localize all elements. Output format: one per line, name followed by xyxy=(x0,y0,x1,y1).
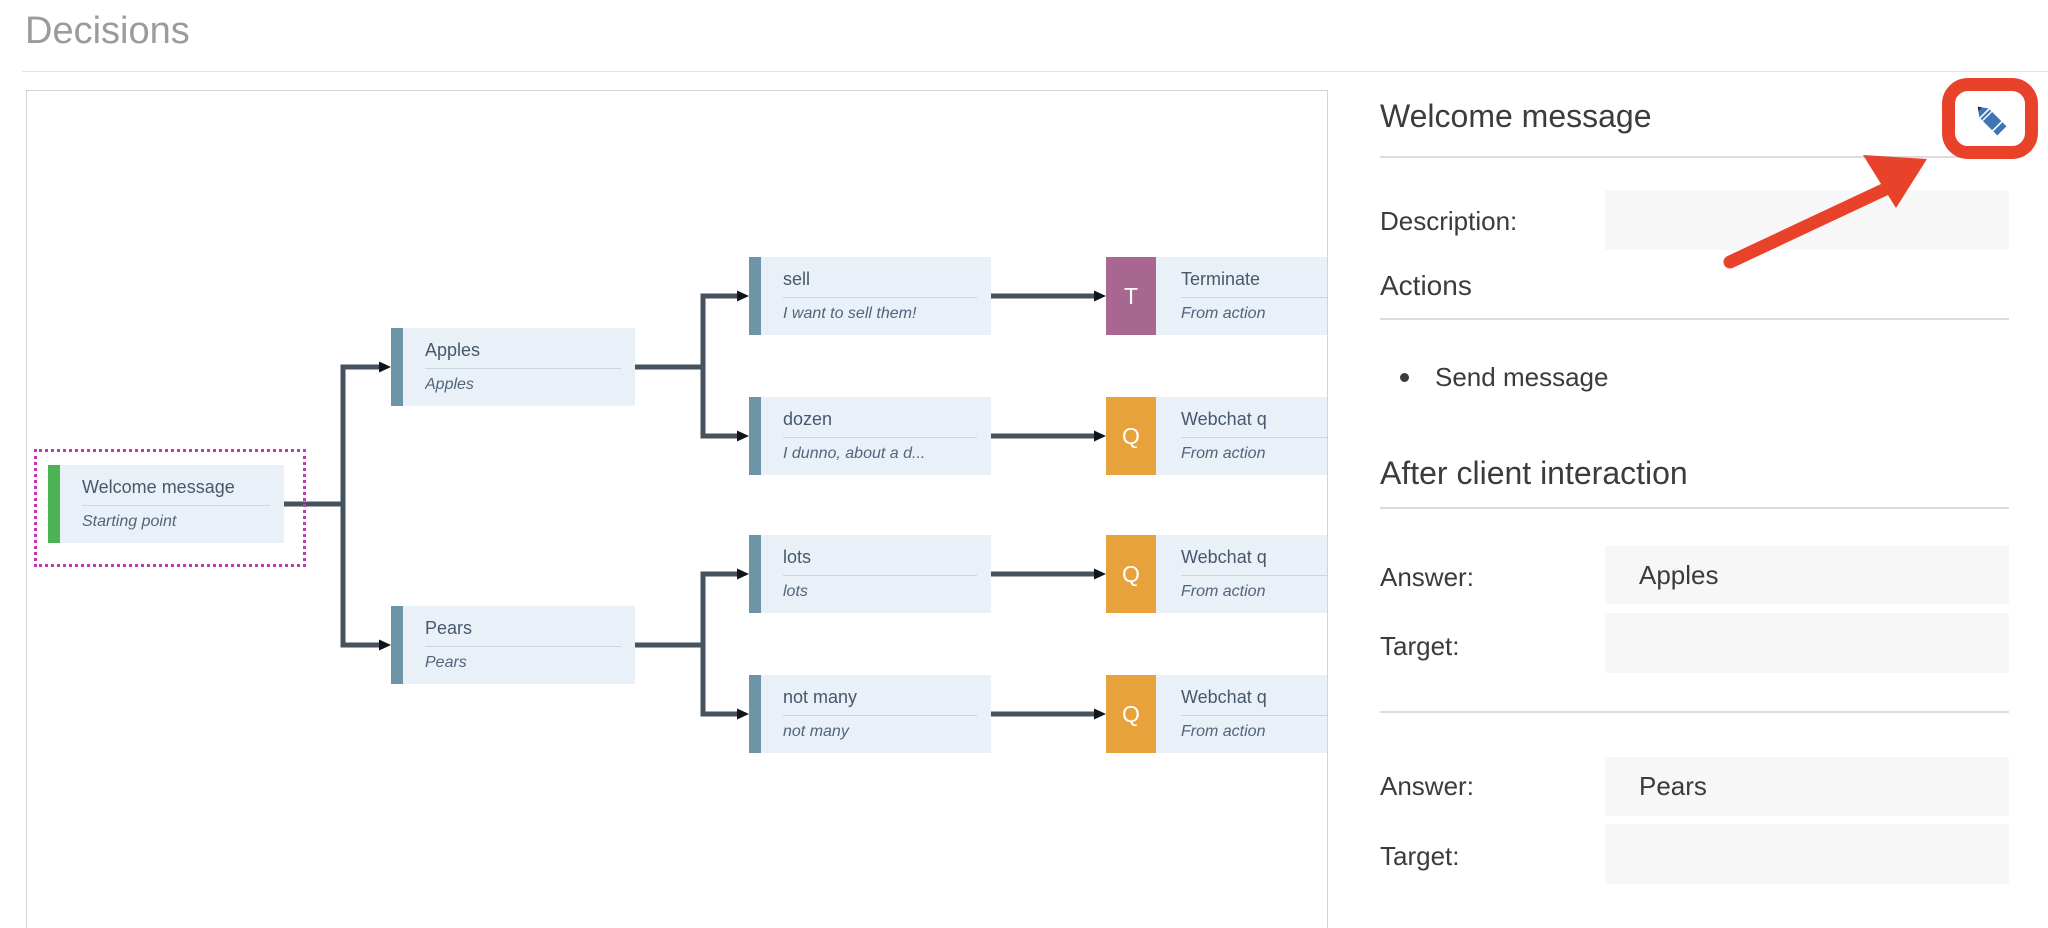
node-subtitle: not many xyxy=(783,723,849,740)
node-title: dozen xyxy=(783,409,977,438)
node-subtitle: From action xyxy=(1181,583,1266,600)
start-node-bar xyxy=(48,465,60,543)
node-title: Apples xyxy=(425,340,621,369)
tree-node-apples[interactable]: Apples Apples xyxy=(391,328,635,406)
answer-node-bar xyxy=(391,606,403,684)
answer-node-bar xyxy=(749,397,761,475)
question-badge: Q xyxy=(1106,535,1156,613)
node-title: Webchat q xyxy=(1181,547,1327,576)
description-label: Description: xyxy=(1380,206,1518,236)
tree-node-webchat-q[interactable]: Q Webchat q From action xyxy=(1106,675,1327,753)
node-subtitle: I want to sell them! xyxy=(783,305,917,322)
node-title: Welcome message xyxy=(82,477,270,506)
tree-node-pears[interactable]: Pears Pears xyxy=(391,606,635,684)
node-title: Terminate xyxy=(1181,269,1327,298)
tree-node-webchat-q[interactable]: Q Webchat q From action xyxy=(1106,397,1327,475)
divider xyxy=(1380,507,2009,509)
page-title: Decisions xyxy=(25,10,190,52)
pencil-icon xyxy=(1977,106,2007,135)
target-label: Target: xyxy=(1380,631,1460,661)
node-subtitle: From action xyxy=(1181,305,1266,322)
question-badge: Q xyxy=(1106,675,1156,753)
decision-tree-canvas: Welcome message Starting point Apples Ap… xyxy=(26,90,1328,928)
node-subtitle: Starting point xyxy=(82,513,177,530)
tree-node-not-many[interactable]: not many not many xyxy=(749,675,991,753)
terminate-badge: T xyxy=(1106,257,1156,335)
tree-node-dozen[interactable]: dozen I dunno, about a d... xyxy=(749,397,991,475)
question-badge: Q xyxy=(1106,397,1156,475)
bullet-icon xyxy=(1400,373,1409,382)
after-interaction-heading: After client interaction xyxy=(1380,455,1688,491)
edit-button[interactable] xyxy=(1955,91,2025,146)
actions-heading: Actions xyxy=(1380,270,1472,301)
answer-node-bar xyxy=(749,257,761,335)
node-title: Pears xyxy=(425,618,621,647)
tree-node-webchat-q[interactable]: Q Webchat q From action xyxy=(1106,535,1327,613)
target-field[interactable] xyxy=(1605,824,2009,884)
panel-title: Welcome message xyxy=(1380,98,1652,134)
target-label: Target: xyxy=(1380,841,1460,871)
node-detail-panel: Welcome message Description: Actions Sen… xyxy=(1380,0,2025,928)
action-list-item: Send message xyxy=(1400,362,1608,393)
node-title: Webchat q xyxy=(1181,409,1327,438)
action-label: Send message xyxy=(1435,362,1609,392)
node-subtitle: Apples xyxy=(425,376,474,393)
answer-node-bar xyxy=(749,675,761,753)
divider xyxy=(1380,318,2009,320)
page-divider xyxy=(22,71,2048,72)
divider xyxy=(1380,711,2009,713)
answer-field[interactable]: Apples xyxy=(1605,546,2009,604)
node-subtitle: Pears xyxy=(425,654,467,671)
description-field[interactable] xyxy=(1605,190,2009,250)
node-subtitle: lots xyxy=(783,583,808,600)
node-title: Webchat q xyxy=(1181,687,1327,716)
answer-label: Answer: xyxy=(1380,562,1474,592)
answer-node-bar xyxy=(391,328,403,406)
tree-node-sell[interactable]: sell I want to sell them! xyxy=(749,257,991,335)
target-field[interactable] xyxy=(1605,613,2009,673)
node-title: lots xyxy=(783,547,977,576)
answer-node-bar xyxy=(749,535,761,613)
tree-node-lots[interactable]: lots lots xyxy=(749,535,991,613)
tree-node-welcome-message[interactable]: Welcome message Starting point xyxy=(48,465,284,543)
answer-label: Answer: xyxy=(1380,771,1474,801)
node-title: sell xyxy=(783,269,977,298)
node-subtitle: From action xyxy=(1181,445,1266,462)
tree-node-terminate[interactable]: T Terminate From action xyxy=(1106,257,1327,335)
tree-connectors xyxy=(284,290,1106,720)
node-subtitle: I dunno, about a d... xyxy=(783,445,926,462)
node-subtitle: From action xyxy=(1181,723,1266,740)
answer-field[interactable]: Pears xyxy=(1605,757,2009,816)
divider xyxy=(1380,156,2009,158)
node-title: not many xyxy=(783,687,977,716)
